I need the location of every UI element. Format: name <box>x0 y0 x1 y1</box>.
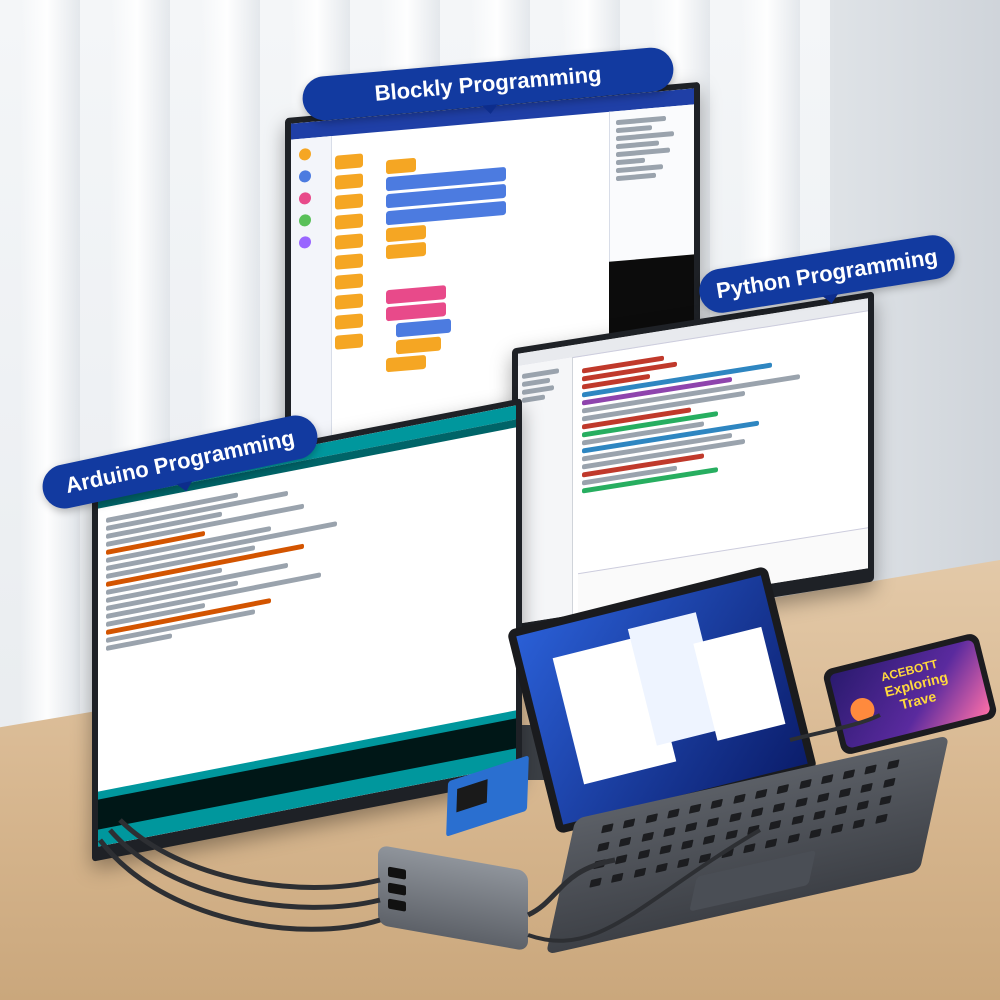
code-block[interactable] <box>396 318 451 338</box>
python-screen <box>518 298 868 624</box>
code-block[interactable] <box>386 302 446 322</box>
python-file-tree <box>518 357 573 624</box>
code-block[interactable] <box>386 157 416 175</box>
planet-icon <box>847 695 877 725</box>
hdmi-port[interactable] <box>388 866 406 880</box>
code-block[interactable] <box>396 336 441 355</box>
hdmi-port[interactable] <box>388 882 406 896</box>
curtain-fold <box>20 0 80 760</box>
blockly-palette <box>335 147 363 449</box>
code-block[interactable] <box>386 354 426 373</box>
hdmi-port[interactable] <box>388 898 406 912</box>
blockly-code-panel <box>609 104 694 262</box>
code-block[interactable] <box>386 241 426 260</box>
code-block[interactable] <box>386 224 426 243</box>
code-block[interactable] <box>386 285 446 305</box>
